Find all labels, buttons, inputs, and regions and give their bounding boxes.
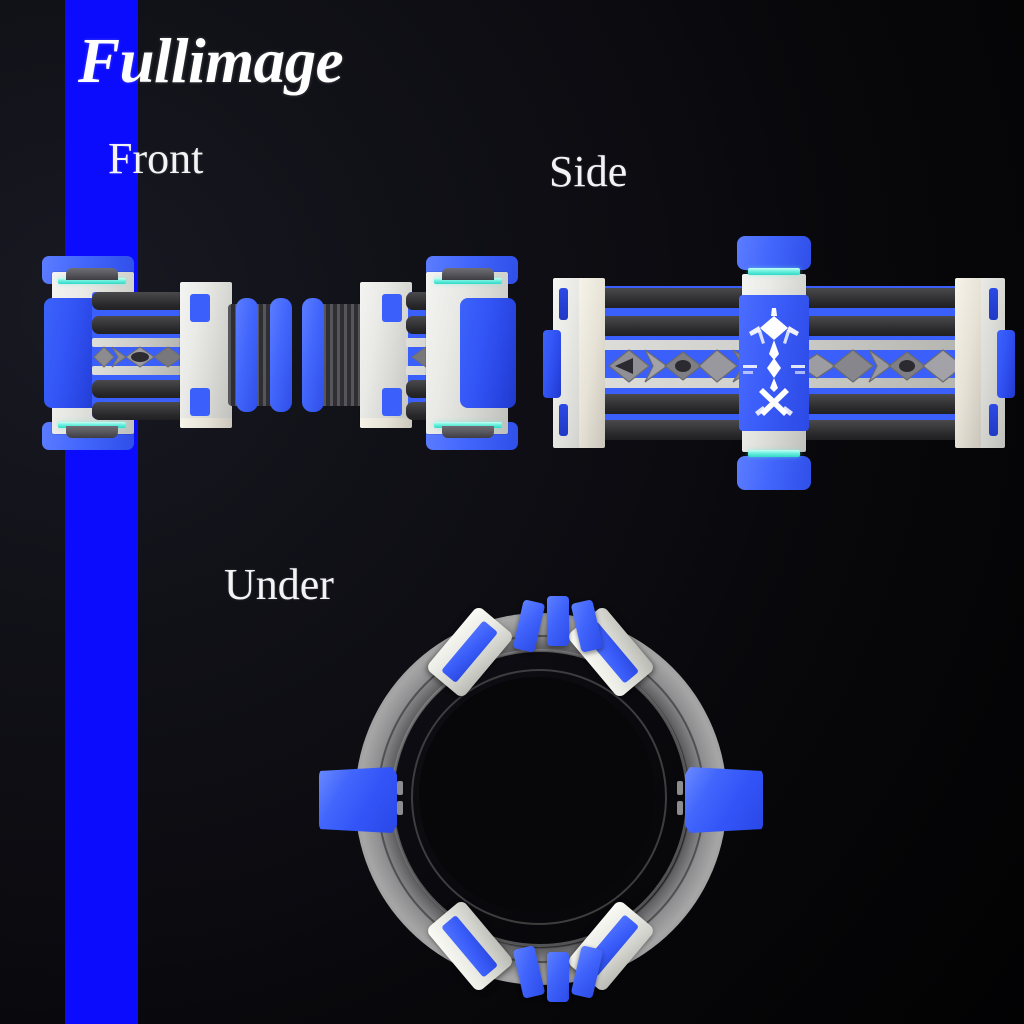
under-block-right — [685, 767, 763, 833]
under-segment-bottom-2 — [547, 952, 569, 1002]
side-left-endcap-face — [579, 278, 605, 448]
front-center-ring-3 — [302, 298, 324, 412]
under-segment-top-2 — [547, 596, 569, 646]
page-title: Fullimage — [78, 26, 344, 96]
view-label-front: Front — [108, 134, 204, 183]
front-left-rib-1 — [92, 292, 186, 310]
front-right-inner-base — [360, 418, 412, 428]
crest-emblem-icon — [743, 308, 805, 416]
front-left-shoulder-top — [66, 268, 118, 280]
side-strap-cap-top — [737, 236, 811, 270]
front-center-ring-2 — [270, 298, 292, 412]
side-right-slot-bottom — [989, 404, 998, 436]
front-right-shoulder-top — [442, 268, 494, 280]
under-ring-groove-inner — [411, 669, 667, 925]
side-right-slot-top — [989, 288, 998, 320]
under-block-left — [319, 767, 397, 833]
under-block-right-tab-top — [677, 781, 683, 795]
front-left-shoulder-bottom — [66, 426, 118, 438]
view-label-side: Side — [549, 147, 628, 196]
front-left-inner-base — [180, 418, 232, 428]
side-strap-accent-top — [748, 268, 800, 275]
front-left-accent-bottom — [58, 422, 126, 428]
front-left-divider-bottom — [92, 366, 186, 375]
under-block-left-tab-top — [397, 781, 403, 795]
front-left-inner-slot-top — [190, 294, 210, 322]
side-left-slot-top — [559, 288, 568, 320]
side-strap-accent-bottom — [748, 450, 800, 457]
accent-band — [65, 0, 138, 1024]
side-view-render — [543, 236, 1015, 490]
side-left-edge-block — [543, 330, 561, 398]
side-right-edge-block — [997, 330, 1015, 398]
front-center-ring-1 — [236, 298, 258, 412]
under-ring-bore — [419, 677, 655, 913]
side-left-slot-bottom — [559, 404, 568, 436]
front-left-divider-top — [92, 338, 186, 347]
front-left-panel — [44, 298, 100, 408]
under-block-right-tab-bottom — [677, 801, 683, 815]
front-right-accent-bottom — [434, 422, 502, 428]
front-left-accent-top — [58, 278, 126, 284]
front-right-inner-slot-top — [382, 294, 402, 322]
side-right-endcap-face — [955, 278, 981, 448]
front-right-inner-slot-bottom — [382, 388, 402, 416]
front-left-lattice-icon — [93, 346, 183, 368]
front-center-drum-right — [316, 304, 364, 406]
front-left-inner-slot-bottom — [190, 388, 210, 416]
under-block-left-tab-bottom — [397, 801, 403, 815]
view-label-under: Under — [224, 560, 334, 609]
under-view-render — [315, 595, 825, 1005]
front-right-accent-top — [434, 278, 502, 284]
front-left-rib-2 — [92, 316, 186, 334]
side-strap-cap-bottom — [737, 456, 811, 490]
front-right-shoulder-bottom — [442, 426, 494, 438]
front-left-rib-4 — [92, 402, 186, 420]
front-view-render — [30, 240, 530, 470]
front-right-panel — [460, 298, 516, 408]
front-left-rib-3 — [92, 380, 186, 398]
